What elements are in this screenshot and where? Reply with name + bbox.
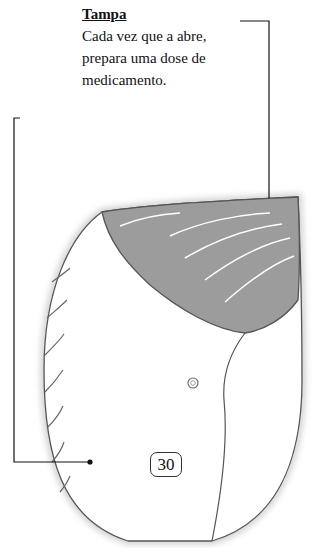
air-vent <box>188 378 198 388</box>
counter-number: 30 <box>158 456 175 474</box>
halo <box>44 197 302 541</box>
cap <box>102 197 300 333</box>
leader-line <box>14 118 88 462</box>
grip-ridges <box>45 268 70 492</box>
air-vent-inner <box>191 381 196 386</box>
callout-heading: Tampa <box>82 5 126 23</box>
leader-dot <box>87 459 92 464</box>
cap-ridges <box>120 213 294 302</box>
dose-counter: 30 <box>150 452 182 477</box>
callout-text: Cada vez que a abre, prepara uma dose de… <box>82 25 242 91</box>
leader-line <box>240 21 269 198</box>
inhaler-body <box>44 197 302 541</box>
body-seam <box>212 333 245 541</box>
